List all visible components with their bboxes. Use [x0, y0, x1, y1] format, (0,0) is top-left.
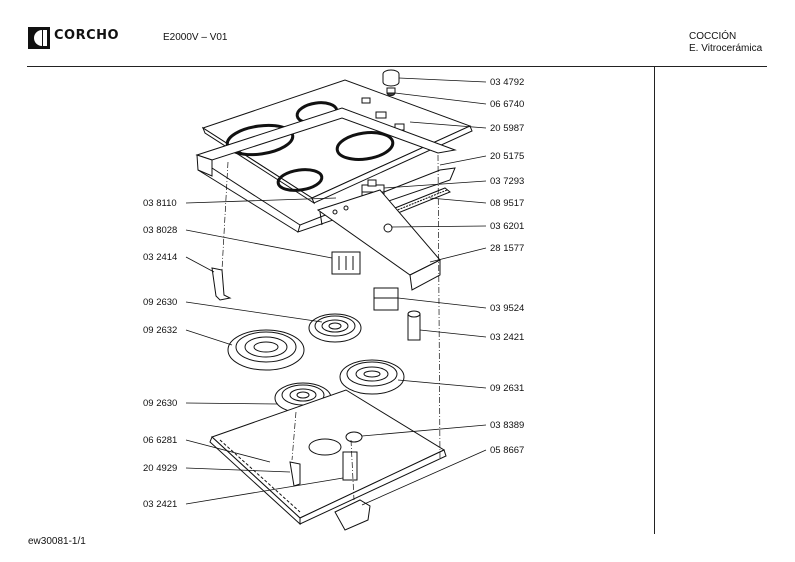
clip-left: [211, 267, 232, 301]
corcho-logo-icon: [28, 27, 50, 49]
drawing-reference: ew30081-1/1: [28, 536, 86, 547]
part-label-037293: 03 7293: [490, 176, 525, 187]
category-line2: E. Vitrocerámica: [689, 43, 763, 54]
brand-logo: CORCHO: [28, 27, 158, 49]
part-label-032414: 03 2414: [143, 252, 178, 263]
part-label-089517: 08 9517: [490, 198, 525, 209]
heating-element-large: [227, 329, 305, 371]
heating-element-right: [339, 359, 405, 395]
leader-lines-right: [361, 77, 487, 506]
control-knob: [382, 69, 400, 96]
part-label-092631: 09 2631: [490, 383, 525, 394]
part-label-038110: 03 8110: [143, 198, 177, 209]
part-label-092632: 09 2632: [143, 325, 178, 336]
side-divider: [654, 67, 655, 534]
part-label-066281: 06 6281: [143, 435, 178, 446]
part-label-204929: 20 4929: [143, 463, 178, 474]
foot-bracket: [334, 499, 371, 531]
part-label-032421-b: 03 2421: [143, 499, 178, 510]
header-divider: [27, 66, 767, 67]
part-label-034792: 03 4792: [490, 77, 525, 88]
part-label-038028: 03 8028: [143, 225, 178, 236]
brand-name: CORCHO: [54, 28, 120, 43]
energy-regulator: [373, 287, 399, 311]
part-label-092630-b: 09 2630: [143, 398, 178, 409]
category-line1: COCCIÓN: [689, 31, 737, 42]
part-label-039524: 03 9524: [490, 303, 525, 314]
control-bracket: [316, 189, 441, 291]
lamp-holder-centre: [342, 431, 363, 481]
heating-element-small: [308, 313, 362, 343]
part-label-205987: 20 5987: [490, 123, 525, 134]
leader-lines-left: [185, 197, 344, 505]
clip-bottom: [289, 461, 301, 487]
part-label-038389: 03 8389: [490, 420, 525, 431]
terminal-block: [331, 251, 361, 275]
model-code: E2000V – V01: [163, 32, 228, 43]
part-label-205175: 20 5175: [490, 151, 525, 162]
part-label-281577: 28 1577: [490, 243, 525, 254]
part-label-058667: 05 8667: [490, 445, 525, 456]
part-label-066740: 06 6740: [490, 99, 525, 110]
assembly-guides: [221, 154, 441, 501]
part-label-092630-a: 09 2630: [143, 297, 178, 308]
lamp-holder-right: [407, 310, 421, 341]
part-label-036201: 03 6201: [490, 221, 525, 232]
base-tray: [209, 389, 447, 526]
part-label-032421-a: 03 2421: [490, 332, 525, 343]
category: COCCIÓN E. Vitrocerámica: [689, 31, 762, 55]
